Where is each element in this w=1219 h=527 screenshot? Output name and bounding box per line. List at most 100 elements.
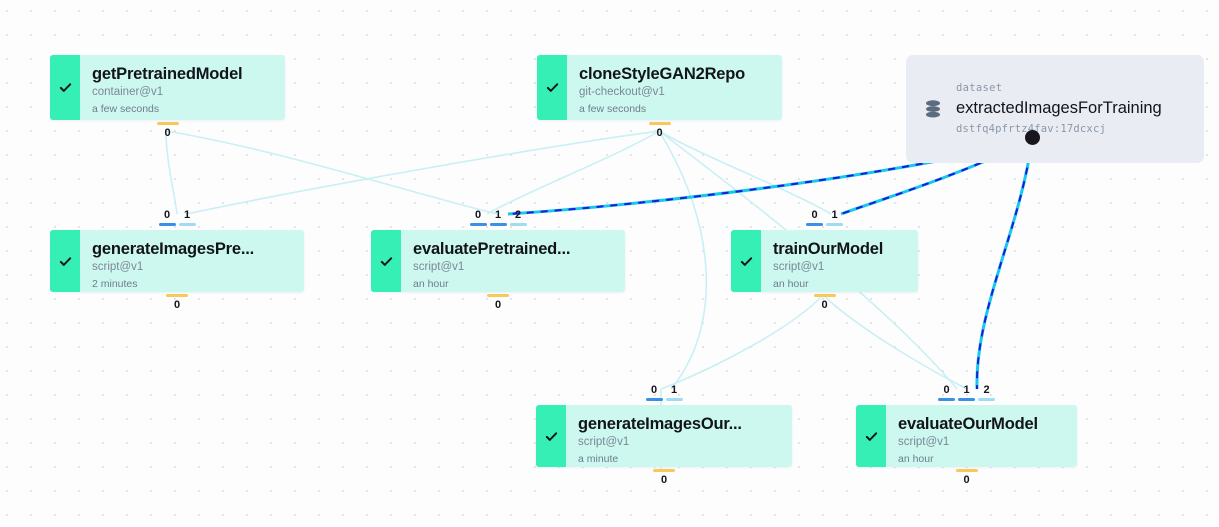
status-strip <box>50 230 80 292</box>
output-port-bar <box>648 122 671 125</box>
input-port-label: 2 <box>514 209 522 221</box>
edge <box>658 130 708 390</box>
output-port-label: 0 <box>656 127 663 139</box>
task-node-type: script@v1 <box>898 435 950 448</box>
task-node[interactable]: evaluateOurModel script@v1 an hour <box>856 405 1077 467</box>
edge-active-dash <box>975 139 1033 390</box>
task-node-title: trainOurModel <box>773 240 884 258</box>
task-node[interactable]: trainOurModel script@v1 an hour <box>731 230 918 292</box>
check-icon <box>545 80 560 95</box>
task-node-duration: an hour <box>898 452 934 465</box>
task-node-title: getPretrainedModel <box>92 65 243 83</box>
check-icon <box>544 429 559 444</box>
task-node-title: generateImagesPre... <box>92 240 254 258</box>
edge <box>660 294 824 390</box>
input-port-bar <box>938 398 955 401</box>
task-node-body: generateImagesPre... script@v1 2 minutes <box>80 230 304 292</box>
input-port-label: 1 <box>670 384 678 396</box>
task-node-title: evaluatePretrained... <box>413 240 571 258</box>
task-node-type: script@v1 <box>773 260 825 273</box>
output-port-label: 0 <box>494 299 502 311</box>
output-port-label: 0 <box>173 299 181 311</box>
output-port[interactable]: 0 <box>955 469 979 486</box>
edge <box>185 130 660 215</box>
status-strip <box>537 55 567 120</box>
task-node-type: script@v1 <box>92 260 144 273</box>
task-node-type: script@v1 <box>578 435 630 448</box>
input-port[interactable]: 1 <box>665 384 683 401</box>
input-port[interactable]: 1 <box>489 210 507 226</box>
input-port[interactable]: 0 <box>806 210 823 226</box>
input-port[interactable]: 0 <box>469 210 487 226</box>
input-port[interactable]: 2 <box>509 209 527 226</box>
input-port-bar <box>509 223 527 226</box>
input-port-bar <box>826 223 843 226</box>
input-port[interactable]: 0 <box>158 209 176 226</box>
input-port[interactable]: 0 <box>645 384 663 401</box>
task-node-duration: 2 minutes <box>92 277 138 290</box>
task-node-title: generateImagesOur... <box>578 415 742 433</box>
check-icon <box>864 429 879 444</box>
output-port-label: 0 <box>963 474 970 486</box>
task-node-type: git-checkout@v1 <box>579 85 665 98</box>
output-port-bar <box>487 294 509 297</box>
input-port[interactable]: 1 <box>958 385 975 401</box>
input-port-label: 0 <box>943 384 950 396</box>
input-port[interactable]: 1 <box>178 210 196 226</box>
input-port[interactable]: 1 <box>826 210 843 226</box>
input-port-bar <box>178 223 196 226</box>
task-node-body: evaluateOurModel script@v1 an hour <box>886 405 1077 467</box>
output-port-bar <box>156 122 179 125</box>
input-port-label: 0 <box>811 209 818 221</box>
input-port-label: 0 <box>650 384 658 396</box>
task-node-duration: an hour <box>413 277 449 290</box>
input-port-bar <box>469 223 487 226</box>
output-port[interactable]: 0 <box>156 122 180 139</box>
input-port-bar <box>978 398 995 401</box>
dataset-output-anchor[interactable] <box>1025 130 1040 145</box>
dataset-name: extractedImagesForTraining <box>956 99 1162 118</box>
task-node[interactable]: getPretrainedModel container@v1 a few seco… <box>50 55 285 120</box>
input-port[interactable]: 2 <box>978 385 995 401</box>
input-port-bar <box>158 223 176 226</box>
output-port-bar <box>653 469 675 472</box>
task-node-duration: a few seconds <box>92 102 160 115</box>
check-icon <box>379 254 394 269</box>
task-node-duration: an hour <box>773 277 809 290</box>
task-node-duration: a few seconds <box>579 102 647 115</box>
output-port[interactable]: 0 <box>648 122 672 139</box>
dataset-identifier: dstfq4pfrtz4fav:17dcxcj <box>956 122 1106 135</box>
check-icon <box>739 254 754 269</box>
output-port[interactable]: 0 <box>652 469 676 486</box>
database-icon <box>920 99 946 119</box>
output-port[interactable]: 0 <box>813 294 837 311</box>
task-node-type: container@v1 <box>92 85 164 98</box>
edge <box>165 130 178 215</box>
input-port-label: 0 <box>163 209 171 221</box>
task-node[interactable]: generateImagesPre... script@v1 2 minutes <box>50 230 304 292</box>
status-strip <box>856 405 886 467</box>
input-port-label: 1 <box>963 384 970 396</box>
input-port-bar <box>806 223 823 226</box>
check-icon <box>58 80 73 95</box>
task-node-body: getPretrainedModel container@v1 a few seco… <box>80 55 285 120</box>
output-port[interactable]: 0 <box>165 294 189 311</box>
task-node-title: evaluateOurModel <box>898 415 1038 433</box>
input-port[interactable]: 0 <box>938 385 955 401</box>
edge <box>486 130 660 215</box>
check-icon <box>58 254 73 269</box>
edge-active-base <box>975 139 1034 390</box>
input-port-bar <box>645 398 663 401</box>
output-port[interactable]: 0 <box>486 294 510 311</box>
